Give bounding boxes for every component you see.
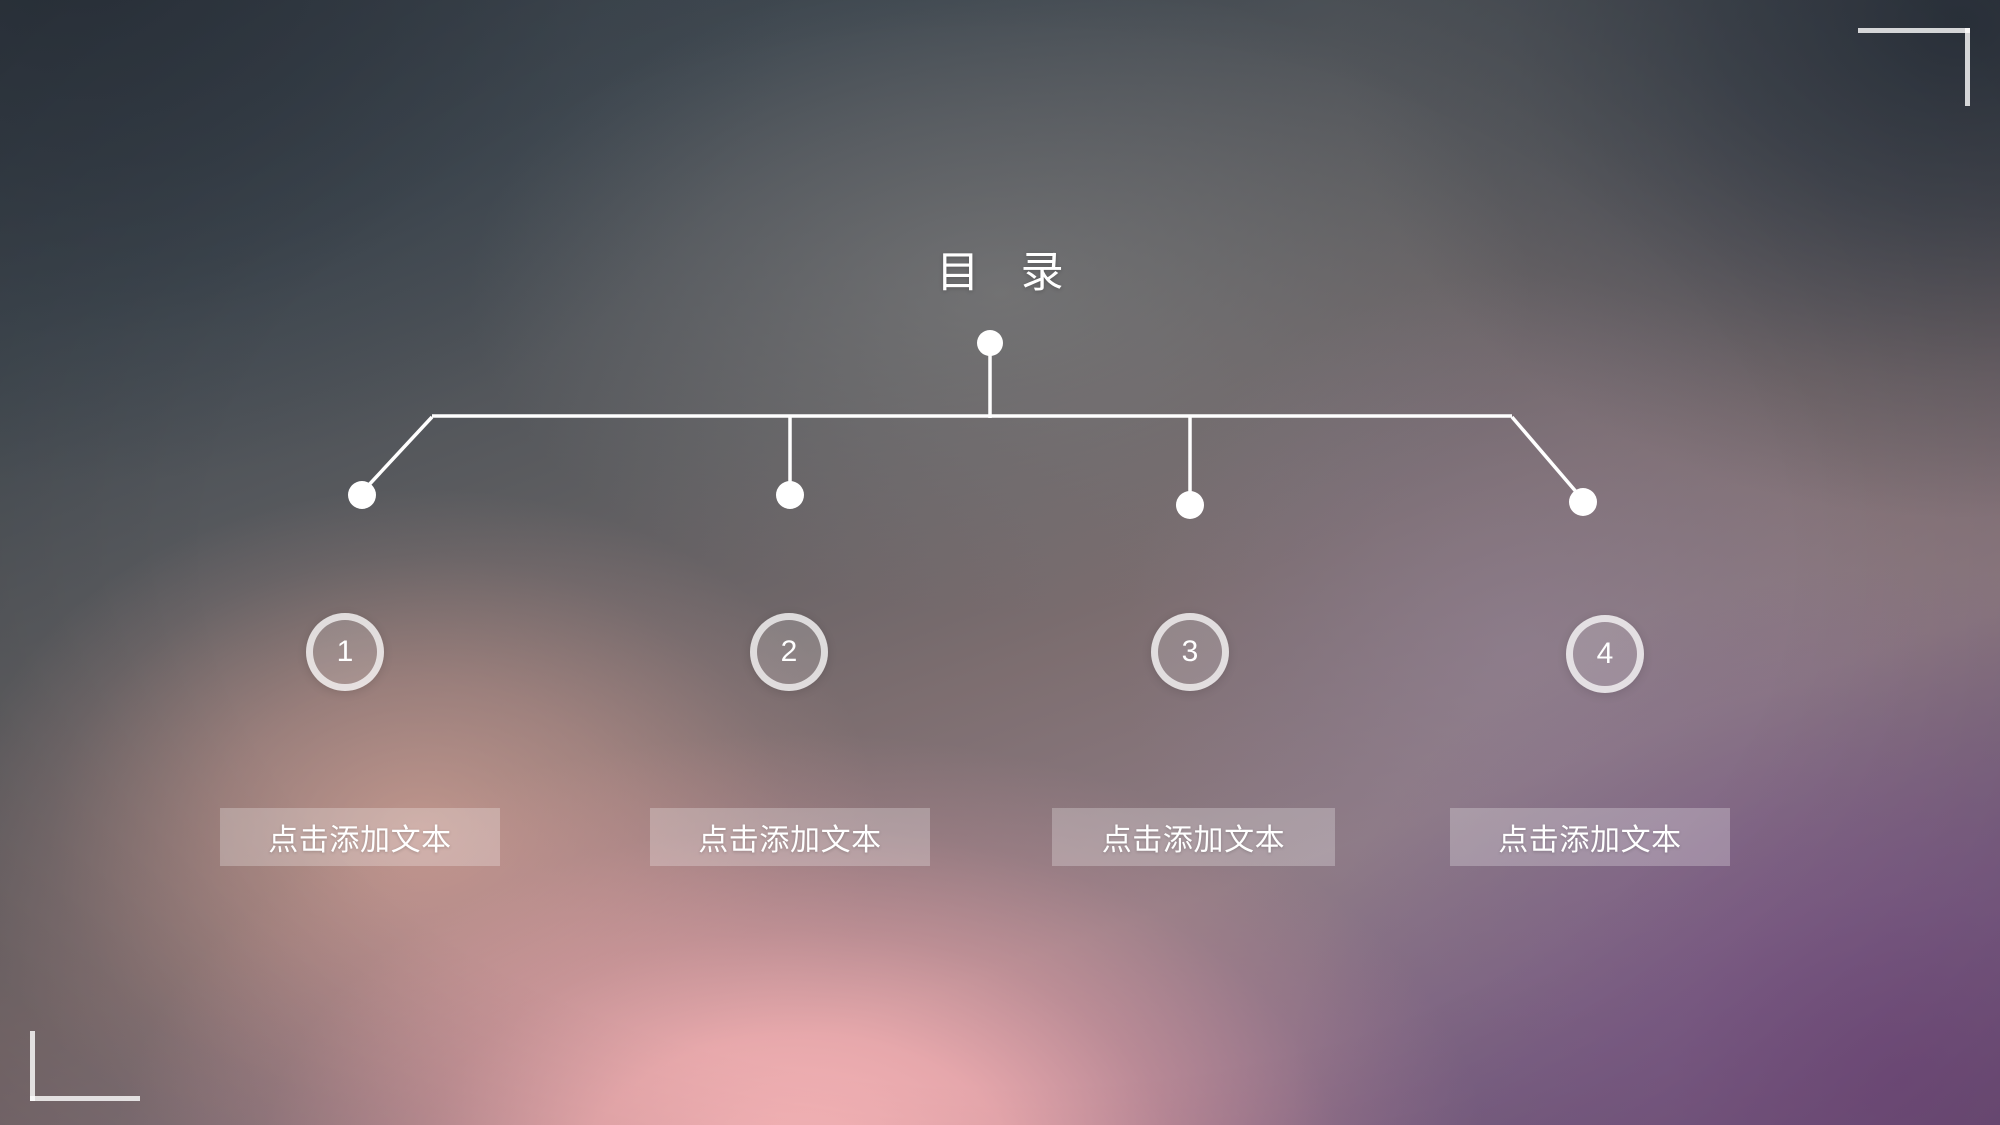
corner-bracket-top-right [1858,28,1970,106]
page-title: 目 录 [936,249,1079,297]
caption-text-2: 点击添加文本 [698,824,882,857]
step-number-circle-1[interactable]: 1 [306,613,384,691]
corner-bracket-bottom-left-vertical [30,1031,35,1101]
step-number-label-4: 4 [1596,637,1614,670]
step-number-circle-4[interactable]: 4 [1566,615,1644,693]
diagram-root-node-dot [977,330,1003,356]
diagram-node-dot-4 [1569,488,1597,516]
corner-bracket-top-right-horizontal [1858,28,1970,33]
step-number-label-3: 3 [1181,635,1199,668]
diagram-node-dot-1 [348,481,376,509]
caption-box-2[interactable]: 点击添加文本 [650,808,930,866]
connector-branch-4 [1510,415,1580,496]
caption-box-3[interactable]: 点击添加文本 [1052,808,1335,866]
caption-box-1[interactable]: 点击添加文本 [220,808,500,866]
corner-bracket-bottom-left-horizontal [30,1096,140,1101]
step-number-circle-3[interactable]: 3 [1151,613,1229,691]
caption-text-3: 点击添加文本 [1101,824,1286,857]
diagram-node-dot-2 [776,481,804,509]
diagram-node-dot-3 [1176,491,1204,519]
step-number-label-2: 2 [780,635,798,668]
step-number-circle-2[interactable]: 2 [750,613,828,691]
caption-box-4[interactable]: 点击添加文本 [1450,808,1730,866]
caption-text-1: 点击添加文本 [268,824,452,857]
connector-branch-1 [364,415,434,490]
corner-bracket-bottom-left [30,1031,140,1101]
caption-text-4: 点击添加文本 [1498,824,1682,857]
step-number-label-1: 1 [336,635,354,668]
corner-bracket-top-right-vertical [1965,28,1970,106]
